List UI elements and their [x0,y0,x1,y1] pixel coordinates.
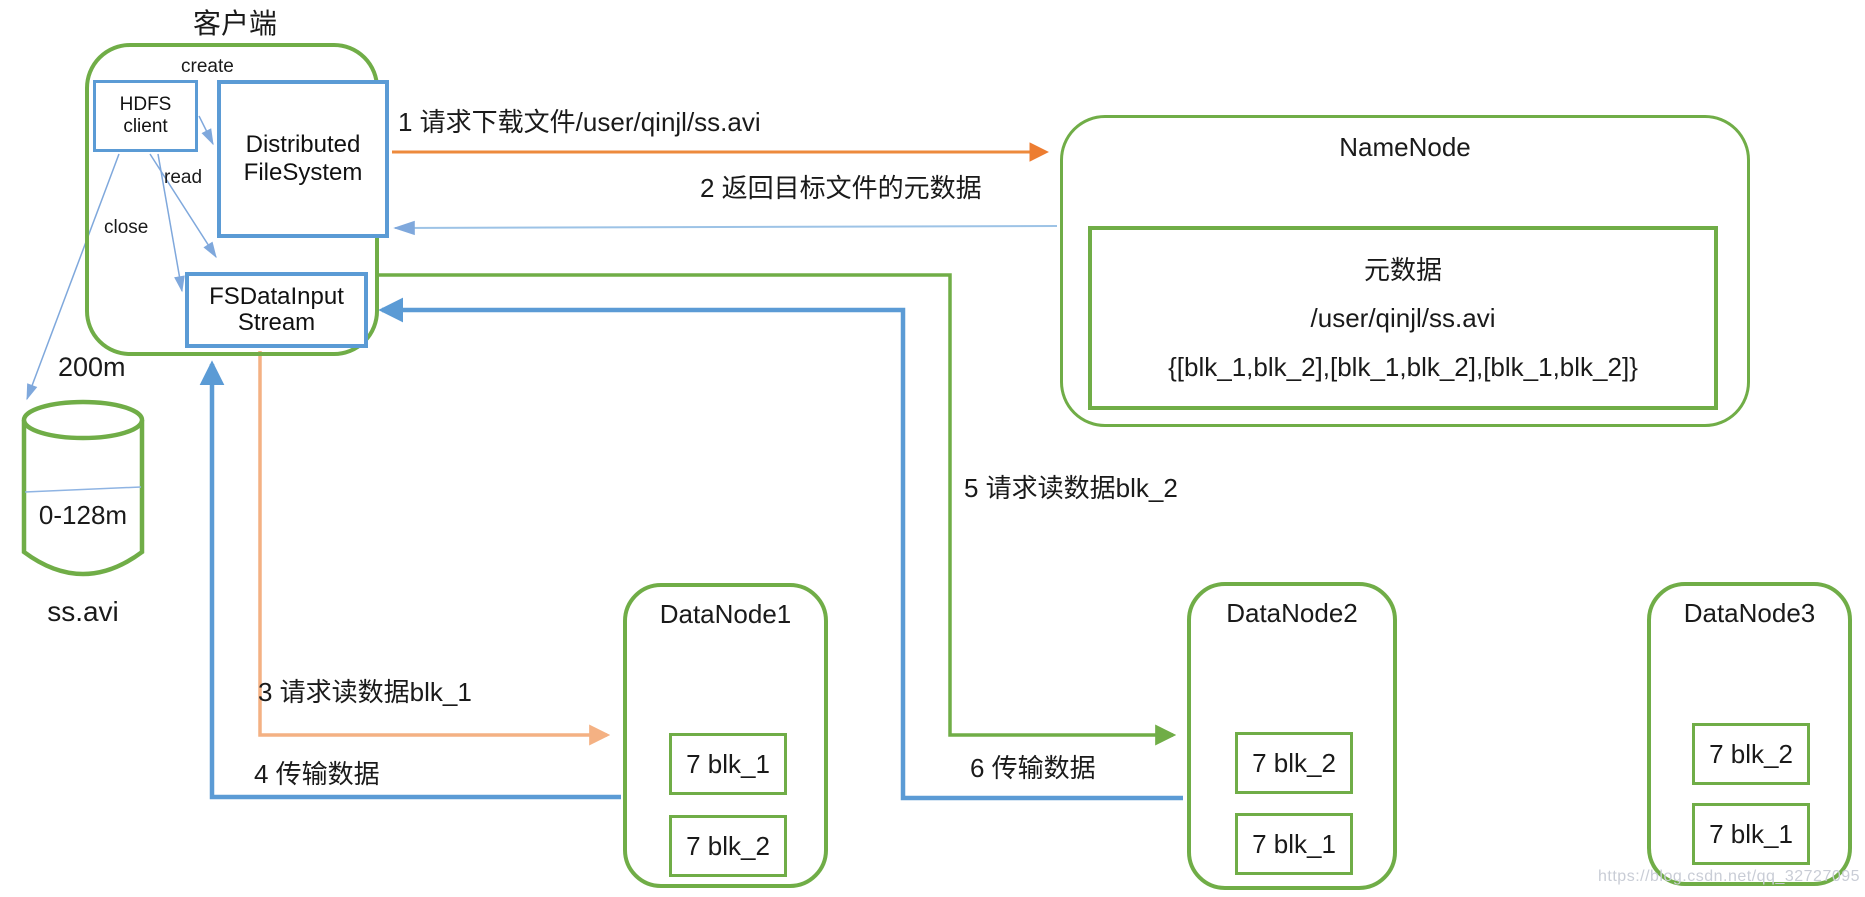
datanode1-title: DataNode1 [659,599,792,629]
datanode1-block-1: 7 blk_1 [669,733,787,795]
arrow-step2 [393,220,1058,236]
metadata-box: 元数据 /user/qinjl/ss.avi {[blk_1,blk_2],[b… [1088,226,1718,410]
datanode2-block-2: 7 blk_1 [1235,813,1353,875]
read-call-label: read [164,167,203,188]
datanode1-block-2: 7 blk_2 [669,815,787,877]
datanode3-block-1: 7 blk_2 [1692,723,1810,785]
cylinder-fill-line [24,486,142,493]
arrow-step4 [199,360,621,800]
arrow-close-to-file [26,153,120,401]
step3-label: 3 请求读数据blk_1 [258,677,472,707]
arrow-stream [157,153,185,293]
distributed-filesystem-label: Distributed FileSystem [243,131,363,186]
datanode3-block-2: 7 blk_1 [1692,803,1810,865]
arrow-step5 [377,273,1177,746]
datanode2-block-1: 7 blk_2 [1235,732,1353,794]
step5-label: 5 请求读数据blk_2 [964,473,1178,503]
datanode2-title: DataNode2 [1226,598,1358,628]
step6-label: 6 传输数据 [970,753,1096,783]
close-call-label: close [104,217,149,238]
metadata-file-path: /user/qinjl/ss.avi [1310,303,1496,333]
metadata-block-map: {[blk_1,blk_2],[blk_1,blk_2],[blk_1,blk_… [1168,351,1638,382]
client-group-title: 客户端 [192,8,277,39]
hdfs-client-box: HDFS client [93,80,198,152]
datanode3-title: DataNode3 [1683,598,1816,628]
distributed-filesystem-box: Distributed FileSystem [217,80,389,238]
namenode-box: NameNode [1060,115,1750,427]
datanode2-box: DataNode2 7 blk_2 7 blk_1 [1187,582,1397,890]
hdfs-client-label: HDFS client [119,94,172,137]
arrow-step6 [378,297,1183,801]
file-name-label: ss.avi [47,596,119,627]
file-size-label: 200m [58,352,126,382]
create-call-label: create [181,56,234,77]
namenode-title: NameNode [1339,132,1471,162]
datanode1-box: DataNode1 7 blk_1 7 blk_2 [623,583,828,888]
step1-label: 1 请求下载文件/user/qinjl/ss.avi [398,107,761,137]
local-file-cylinder-icon [21,399,145,577]
arrow-create [198,115,214,146]
datanode3-box: DataNode3 7 blk_2 7 blk_1 [1647,582,1852,886]
fsdatainputstream-label: FSDataInputStream [209,282,344,336]
metadata-title: 元数据 [1363,254,1442,285]
step2-label: 2 返回目标文件的元数据 [700,173,982,203]
arrow-step3 [258,351,611,746]
watermark-url: https://blog.csdn.net/qq_32727095 [1598,868,1861,885]
file-range-label: 0-128m [38,500,128,530]
step4-label: 4 传输数据 [254,759,380,789]
fsdatainputstream-box: FSDataInputStream [185,272,368,348]
